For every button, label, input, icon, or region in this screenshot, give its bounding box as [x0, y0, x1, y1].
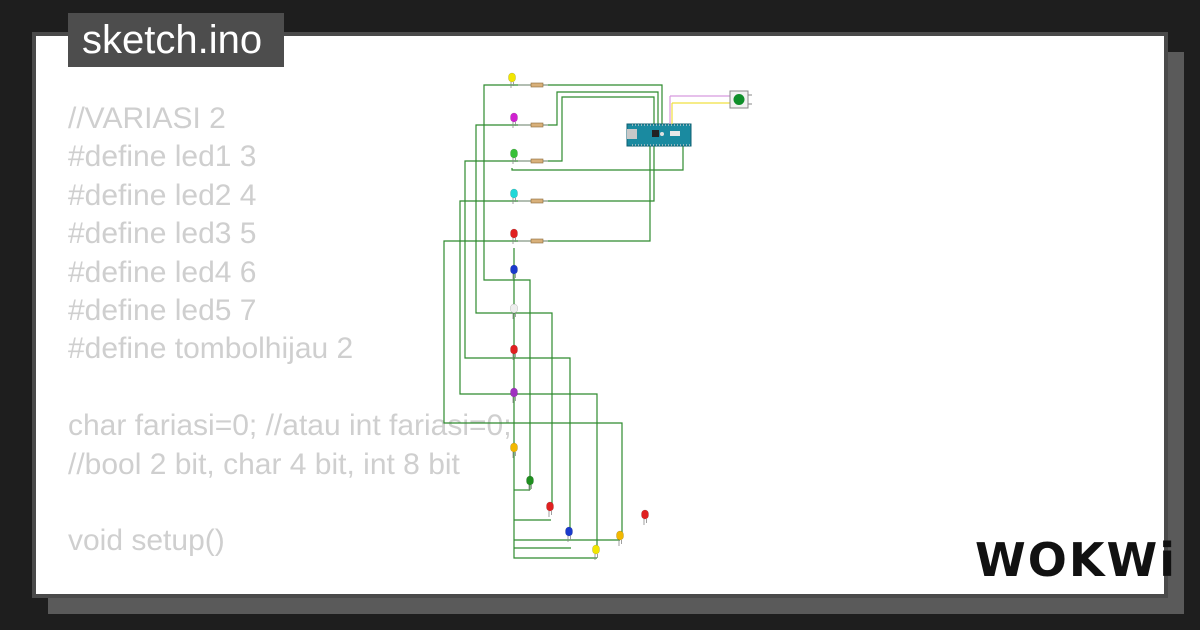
push-button[interactable]: [669, 90, 752, 124]
led-body: [616, 530, 624, 541]
wire: [514, 146, 655, 202]
led: [510, 442, 518, 458]
preview-card: [32, 32, 1168, 598]
leds: [508, 72, 649, 560]
code-line: void setup(): [68, 524, 225, 558]
wire: [511, 146, 684, 171]
led: [510, 188, 518, 204]
code-line: #define led1 3: [68, 140, 257, 174]
led-body: [546, 501, 554, 512]
wire: [464, 160, 571, 530]
led: [510, 264, 518, 280]
led: [510, 228, 518, 244]
wire: [512, 84, 663, 124]
code-line: #define led2 4: [68, 178, 257, 212]
wokwi-logo: WOKWi: [975, 533, 1177, 587]
resistors: [518, 82, 548, 244]
led-body: [592, 544, 600, 555]
led-body: [641, 509, 649, 520]
led-body: [510, 188, 518, 199]
led-body: [565, 526, 573, 537]
resistor: [530, 198, 544, 204]
resistor: [530, 158, 544, 164]
led: [546, 501, 554, 517]
resistor: [530, 122, 544, 128]
wire: [514, 146, 651, 242]
code-line: #define led4 6: [68, 255, 257, 289]
code-line: //bool 2 bit, char 4 bit, int 8 bit: [68, 447, 460, 481]
code-snippet: //VARIASI 2 #define led1 3 #define led2 4 #…: [68, 100, 512, 561]
led-body: [510, 228, 518, 239]
led: [510, 387, 518, 403]
led: [565, 526, 573, 542]
led-body: [510, 264, 518, 275]
led-body: [526, 475, 534, 486]
led: [526, 475, 534, 491]
code-line: #define tombolhijau 2: [68, 332, 354, 366]
resistor: [530, 238, 544, 244]
led: [510, 303, 518, 319]
led: [641, 509, 649, 525]
resistor: [530, 82, 544, 88]
led-body: [510, 303, 518, 314]
led: [510, 148, 518, 164]
led-body: [510, 387, 518, 398]
led: [616, 530, 624, 546]
wires: [443, 84, 684, 559]
led: [510, 112, 518, 128]
led-body: [510, 344, 518, 355]
arduino-nano-board[interactable]: [626, 123, 692, 147]
led-body: [510, 442, 518, 453]
led: [508, 72, 516, 88]
code-line: #define led3 5: [68, 217, 257, 251]
led-body: [510, 112, 518, 123]
wire: [443, 240, 623, 538]
file-tab[interactable]: sketch.ino: [68, 13, 285, 67]
led-body: [510, 148, 518, 159]
wire: [483, 84, 531, 490]
wire: [513, 248, 597, 559]
wire: [459, 200, 598, 548]
code-line: #define led5 7: [68, 293, 257, 327]
led: [592, 544, 600, 560]
code-line: char fariasi=0; //atau int fariasi=0;: [68, 409, 512, 443]
wire: [475, 124, 553, 505]
led-body: [508, 72, 516, 83]
led: [510, 344, 518, 360]
code-line: //VARIASI 2: [68, 102, 226, 135]
